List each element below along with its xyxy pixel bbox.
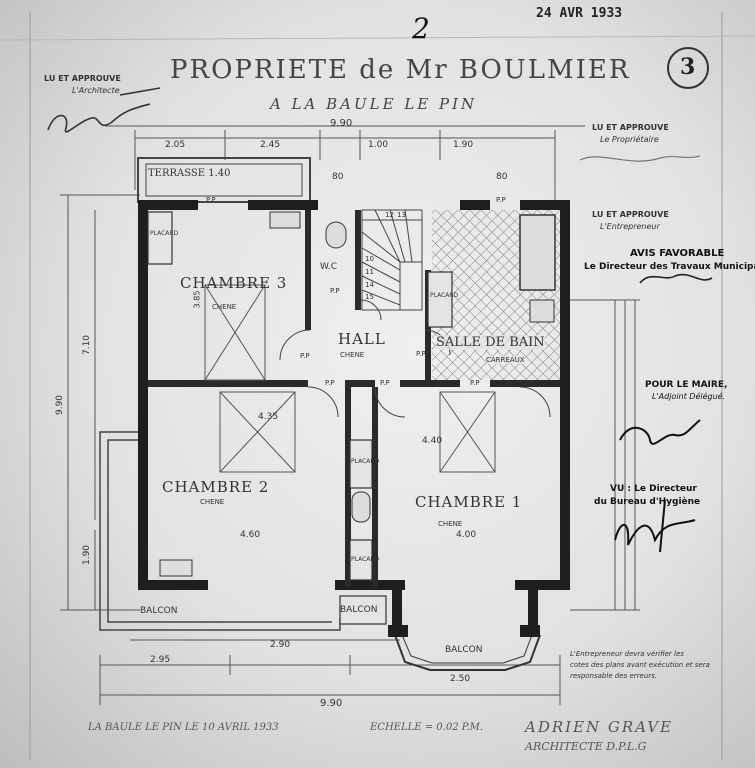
- dim-bottom-2: 2.90: [270, 640, 291, 650]
- bathtub: [519, 214, 556, 291]
- stamp-date: 24 AVR 1933: [536, 6, 623, 21]
- plan-number-circle: [667, 47, 709, 89]
- pp-label: P.P: [524, 379, 534, 387]
- dim-ch1-inner: 4.40: [422, 436, 443, 446]
- approval-right1-title: LU ET APPROUVE: [592, 123, 669, 132]
- room-chambre3-floor: CHENE: [212, 303, 237, 311]
- maire-title: POUR LE MAIRE,: [645, 380, 728, 390]
- page-number: 2: [412, 12, 430, 45]
- stair-step-number: 14: [365, 281, 374, 289]
- wc-bowl: [325, 221, 347, 249]
- dim-left-total: 9.90: [55, 394, 66, 416]
- approval-left-title: LU ET APPROUVE: [44, 74, 121, 83]
- bottom-dimension-lines: [99, 639, 561, 705]
- title-line2: A LA BAULE LE PIN: [270, 95, 478, 113]
- room-chambre3: CHAMBRE 3: [180, 274, 288, 292]
- staircase: [361, 209, 423, 311]
- left-balcony-outline: [99, 431, 341, 631]
- room-salle-de-bain: SALLE DE BAIN: [436, 335, 545, 350]
- dim-top-4: 1.90: [453, 140, 474, 150]
- closet-label: PLACARD: [351, 458, 380, 465]
- washbasin: [529, 299, 555, 323]
- hygiene-line1: VU : Le Directeur: [610, 484, 697, 494]
- approval-right2-role: L'Entrepreneur: [600, 222, 660, 231]
- approval-right1-role: Le Propriétaire: [600, 135, 659, 144]
- stair-step-number: 15: [365, 293, 374, 301]
- dim-ch2-inner: 4.35: [258, 412, 279, 422]
- left-dimension-lines: [60, 194, 140, 611]
- room-balcon-left: BALCON: [140, 606, 178, 616]
- pp-label: P.P: [330, 287, 340, 295]
- pp-label: P.P: [470, 379, 480, 387]
- dim-top-2: 2.45: [260, 140, 281, 150]
- pp-label: P.P: [496, 196, 506, 204]
- pp-label: P.P: [416, 350, 426, 358]
- stair-step-number: 13: [397, 211, 406, 219]
- approval-left-role: L'Architecte: [72, 86, 120, 95]
- avis-favorable-title: AVIS FAVORABLE: [630, 248, 725, 259]
- entrepreneur-note-line: L'Entrepreneur devra vérifier les: [570, 650, 684, 658]
- footer-architect-title: ARCHITECTE D.P.L.G: [525, 740, 647, 753]
- room-chambre2-floor: CHENE: [200, 498, 225, 506]
- dim-top-3: 1.00: [368, 140, 389, 150]
- closet-label: PLACARD: [150, 230, 179, 237]
- closet-outlines: [147, 211, 453, 625]
- sink-chambre2: [159, 559, 193, 577]
- bed-outlines: [204, 284, 496, 473]
- avis-favorable-text: Le Directeur des Travaux Municipaux: [584, 262, 755, 272]
- room-hall-floor: CHENE: [340, 351, 365, 359]
- closet-label: PLACARD: [430, 292, 459, 299]
- stair-step-number: 12: [385, 211, 394, 219]
- dim-top-1: 2.05: [165, 140, 186, 150]
- entrepreneur-note-line: cotes des plans avant exécution et sera: [570, 661, 710, 669]
- dim-bottom-1: 2.95: [150, 655, 171, 665]
- room-chambre2: CHAMBRE 2: [162, 478, 270, 496]
- dim-left-710: 7.10: [82, 334, 93, 356]
- dim-ch3-height: 3.85: [192, 290, 202, 309]
- dim-ch2-width: 4.60: [240, 530, 261, 540]
- room-wc: W.C: [320, 262, 338, 272]
- dim-top-total: 9.90: [330, 118, 353, 129]
- pp-label: P.P: [206, 196, 216, 204]
- room-chambre1: CHAMBRE 1: [415, 493, 523, 511]
- footer-scale: ECHELLE = 0.02 P.M.: [370, 722, 484, 733]
- terrace-outline: [137, 157, 311, 203]
- stair-step-number: 11: [365, 268, 374, 276]
- room-terrasse: TERRASSE 1.40: [148, 168, 231, 179]
- dim-bottom-3: 2.50: [450, 674, 471, 684]
- dim-top-80a: 80: [332, 172, 344, 182]
- bay-balcony-outline: [394, 634, 541, 671]
- top-dimension-lines: [105, 125, 585, 200]
- footer-architect-name: ADRIEN GRAVE: [525, 718, 674, 736]
- room-hall: HALL: [338, 330, 386, 348]
- sink-chambre3: [269, 211, 301, 229]
- stair-step-number: 10: [365, 255, 374, 263]
- approval-right2-title: LU ET APPROUVE: [592, 210, 669, 219]
- pp-label: P.P: [300, 352, 310, 360]
- room-balcon-mid: BALCON: [340, 605, 378, 615]
- title-line1: PROPRIETE de Mr BOULMIER: [170, 55, 631, 85]
- plan-number: 3: [680, 54, 696, 80]
- exterior-walls: [138, 200, 570, 637]
- dim-left-190: 1.90: [82, 544, 93, 566]
- hygiene-line2: du Bureau d'Hygiène: [594, 497, 701, 507]
- room-balcon-bottom: BALCON: [445, 645, 483, 655]
- sink-closet: [351, 491, 371, 523]
- dim-ch1-width: 4.00: [456, 530, 477, 540]
- room-bath-floor: CARREAUX: [486, 356, 525, 364]
- footer-place-date: LA BAULE LE PIN LE 10 AVRIL 1933: [88, 722, 279, 733]
- dim-bottom-total: 9.90: [320, 698, 343, 709]
- maire-role: L'Adjoint Délégué.: [652, 392, 726, 401]
- pp-label: P.P: [325, 379, 335, 387]
- entrepreneur-note-line: responsable des erreurs.: [570, 672, 658, 680]
- pp-label: P.P: [380, 379, 390, 387]
- dim-top-80b: 80: [496, 172, 508, 182]
- right-railing: [570, 299, 640, 611]
- room-chambre1-floor: CHENE: [438, 520, 463, 528]
- closet-label: PLACARD: [351, 556, 380, 563]
